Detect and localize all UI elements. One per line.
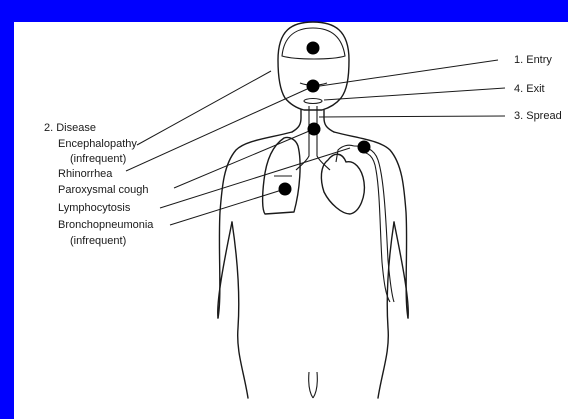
label-paroxysmal-cough: Paroxysmal cough [58, 184, 149, 196]
marker-lung [279, 183, 292, 196]
label-spread: 3. Spread [514, 110, 562, 122]
lung-outline [263, 137, 300, 214]
label-bronchopneumonia-note: (infrequent) [70, 235, 126, 247]
label-bronchopneumonia: Bronchopneumonia [58, 219, 154, 231]
label-encephalopathy: Encephalopathy [58, 138, 137, 150]
label-encephalopathy-note: (infrequent) [70, 153, 126, 165]
label-disease-heading: 2. Disease [44, 122, 96, 134]
marker-head [307, 42, 320, 55]
marker-nasopharynx [307, 80, 320, 93]
marker-vessel [358, 141, 371, 154]
heart-outline [321, 145, 364, 214]
label-rhinorrhea: Rhinorrhea [58, 168, 113, 180]
label-entry: 1. Entry [514, 54, 552, 66]
label-lymphocytosis: Lymphocytosis [58, 202, 131, 214]
label-exit: 4. Exit [514, 83, 545, 95]
marker-trachea [308, 123, 321, 136]
